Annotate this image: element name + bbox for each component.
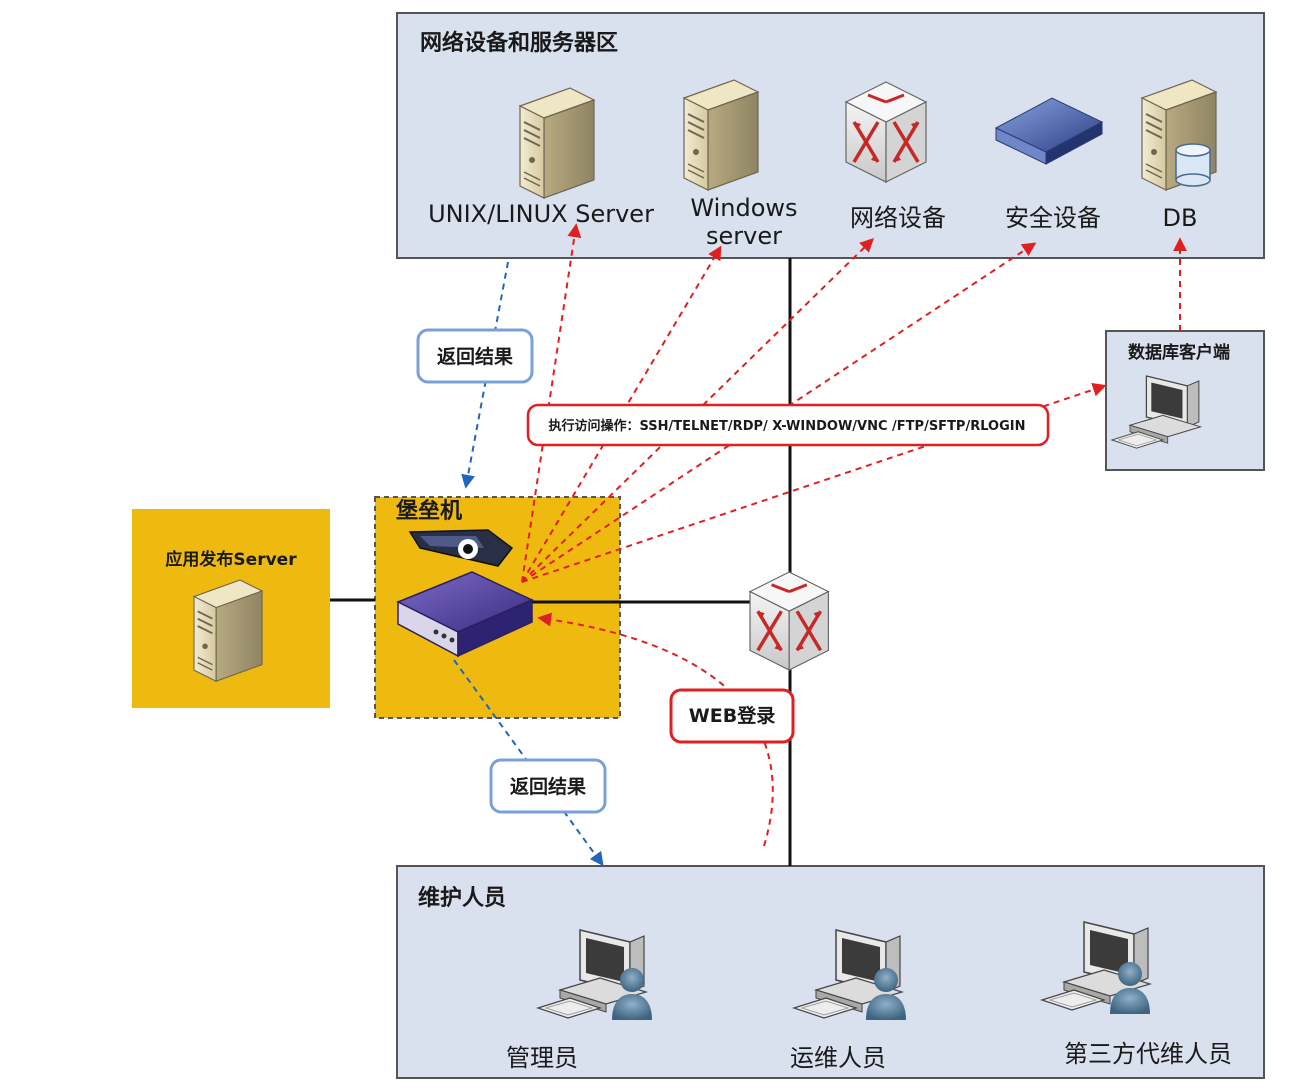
app-server-title: 应用发布Server [165, 549, 297, 570]
unix-server-label: UNIX/LINUX Server [428, 200, 654, 228]
security-device-label: 安全设备 [1005, 204, 1101, 232]
arrow-web-login [537, 612, 774, 847]
return-tag-top: 返回结果 [416, 328, 534, 384]
windows-server-label-line2: server [706, 222, 782, 250]
bastion-camera-icon [408, 529, 514, 567]
protocol-tag-text: 执行访问操作：SSH/TELNET/RDP/ X-WINDOW/VNC /FTP… [549, 418, 1026, 434]
maintainers-zone-title: 维护人员 [418, 885, 506, 911]
windows-server-icon [683, 79, 759, 191]
return-tag-bottom: 返回结果 [489, 758, 607, 814]
arrow-to-windows [521, 245, 722, 583]
windows-server-label-line1: Windows [690, 194, 797, 222]
return-tag-bottom-text: 返回结果 [510, 775, 586, 798]
security-device-icon [994, 97, 1104, 165]
web-login-tag: WEB登录 [669, 688, 795, 744]
bastion-host-icon [396, 571, 534, 658]
db-label: DB [1163, 204, 1198, 232]
core-switch-icon [748, 570, 831, 672]
network-device-label: 网络设备 [850, 204, 946, 232]
web-login-tag-text: WEB登录 [689, 704, 775, 727]
return-tag-top-text: 返回结果 [437, 345, 513, 368]
ops-label: 运维人员 [790, 1044, 886, 1072]
server-zone-title: 网络设备和服务器区 [420, 30, 618, 56]
unix-server-icon [519, 87, 595, 199]
db-cylinder-icon [1175, 143, 1211, 187]
app-server-icon [193, 579, 263, 683]
bastion-title: 堡垒机 [396, 498, 462, 524]
db-client-title: 数据库客户端 [1128, 342, 1230, 363]
network-device-icon [844, 80, 928, 184]
third-party-label: 第三方代维人员 [1064, 1040, 1232, 1068]
admin-label: 管理员 [506, 1044, 578, 1072]
arrow-to-security [521, 242, 1037, 583]
protocol-tag: 执行访问操作：SSH/TELNET/RDP/ X-WINDOW/VNC /FTP… [526, 403, 1050, 447]
